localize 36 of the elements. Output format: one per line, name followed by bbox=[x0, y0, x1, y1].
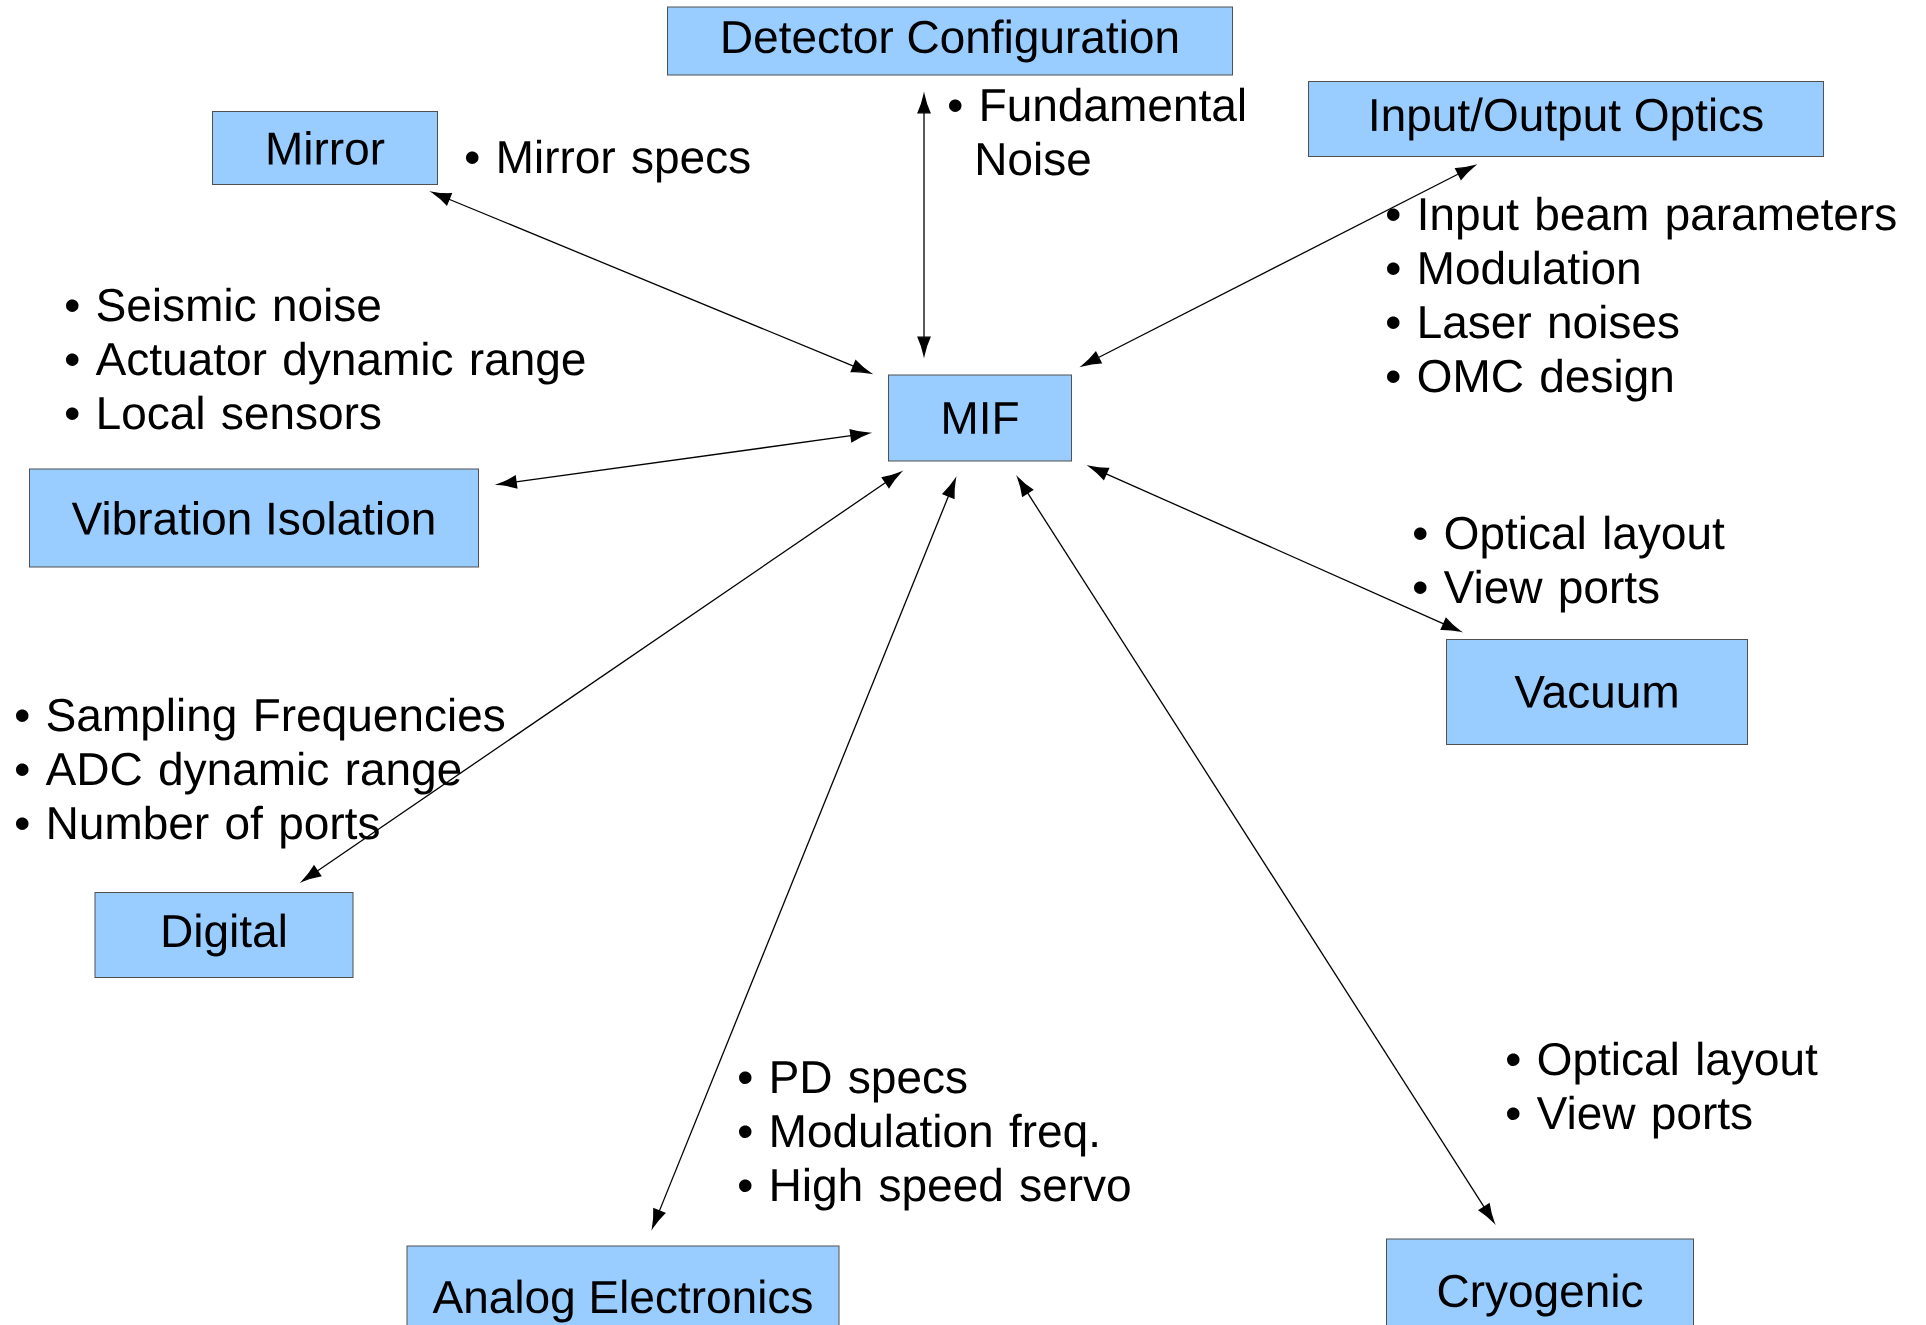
process-box: Vibration Isolation bbox=[29, 468, 479, 568]
process-box: MIF bbox=[888, 374, 1072, 462]
arrow bbox=[651, 478, 956, 1229]
process-box: Digital bbox=[94, 892, 354, 978]
process-box: Cryogenic bbox=[1386, 1238, 1694, 1325]
bullet-item: • Optical layout bbox=[1414, 515, 1725, 559]
arrow bbox=[431, 191, 871, 374]
bullet-item: • Number of ports bbox=[16, 805, 379, 849]
arrow bbox=[301, 471, 902, 882]
bullet-item: • Seismic noise bbox=[66, 287, 380, 322]
bullet-item: • ADC dynamic range bbox=[16, 751, 461, 795]
bullet-item: • OMC design bbox=[1387, 358, 1672, 402]
bullet-item: • Modulation bbox=[1387, 250, 1639, 285]
process-box: Detector Configuration bbox=[667, 6, 1233, 76]
arrow bbox=[1088, 465, 1461, 632]
bullet-item: • Input beam parameters bbox=[1387, 196, 1896, 240]
bullet-item: • Mirror specs bbox=[466, 139, 750, 183]
bullet-item: • Actuator dynamic range bbox=[66, 341, 585, 385]
arrow bbox=[497, 429, 870, 489]
process-box: Analog Electronics bbox=[406, 1245, 840, 1325]
bullet-item: • High speed servo bbox=[739, 1167, 1130, 1211]
bullet-item: • Fundamental Noise bbox=[949, 87, 1244, 176]
bullet-item: • View ports bbox=[1414, 569, 1659, 613]
arrow bbox=[917, 93, 931, 356]
bullet-item: • Laser noises bbox=[1387, 304, 1679, 339]
bullet-item: • Optical layout bbox=[1507, 1041, 1818, 1085]
bullet-item: • PD specs bbox=[739, 1061, 967, 1103]
process-box: Vacuum bbox=[1446, 639, 1748, 745]
bullet-item: • View ports bbox=[1507, 1095, 1752, 1139]
bullet-item: • Sampling Frequencies bbox=[16, 697, 505, 741]
process-box: Input/Output Optics bbox=[1308, 81, 1825, 157]
bullet-item: • Local sensors bbox=[66, 395, 381, 430]
arrow bbox=[1081, 165, 1476, 367]
bullet-item: • Modulation freq. bbox=[739, 1113, 1097, 1157]
arrow bbox=[1017, 476, 1495, 1224]
process-box: Mirror bbox=[212, 111, 438, 185]
